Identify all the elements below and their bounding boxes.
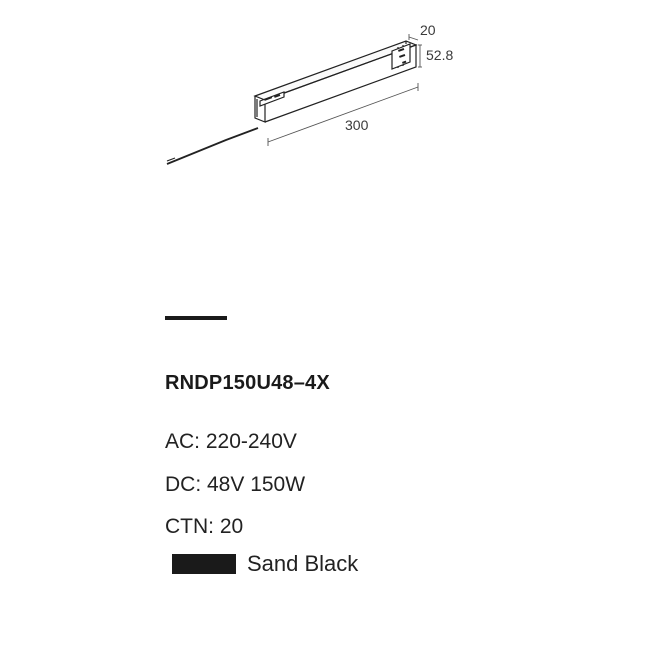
spec-dc-power: DC: 48V 150W [165,473,306,496]
dimension-lines [267,34,422,146]
finish-color-swatch [172,554,236,574]
dimension-length-label: 300 [345,117,369,133]
section-divider [165,316,227,320]
model-number: RNDP150U48–4X [165,372,330,394]
dimension-width-label: 20 [420,22,436,38]
spec-carton-quantity: CTN: 20 [165,515,244,538]
finish-label: Sand Black [247,551,359,576]
track-light-diagram [166,34,422,165]
dimension-height-label: 52.8 [426,47,454,63]
spec-ac-voltage: AC: 220-240V [165,430,297,453]
fixture-body [253,40,418,123]
power-cable [166,127,259,165]
product-drawing: 20 52.8 300 [0,0,645,200]
fixture-details [264,47,407,101]
